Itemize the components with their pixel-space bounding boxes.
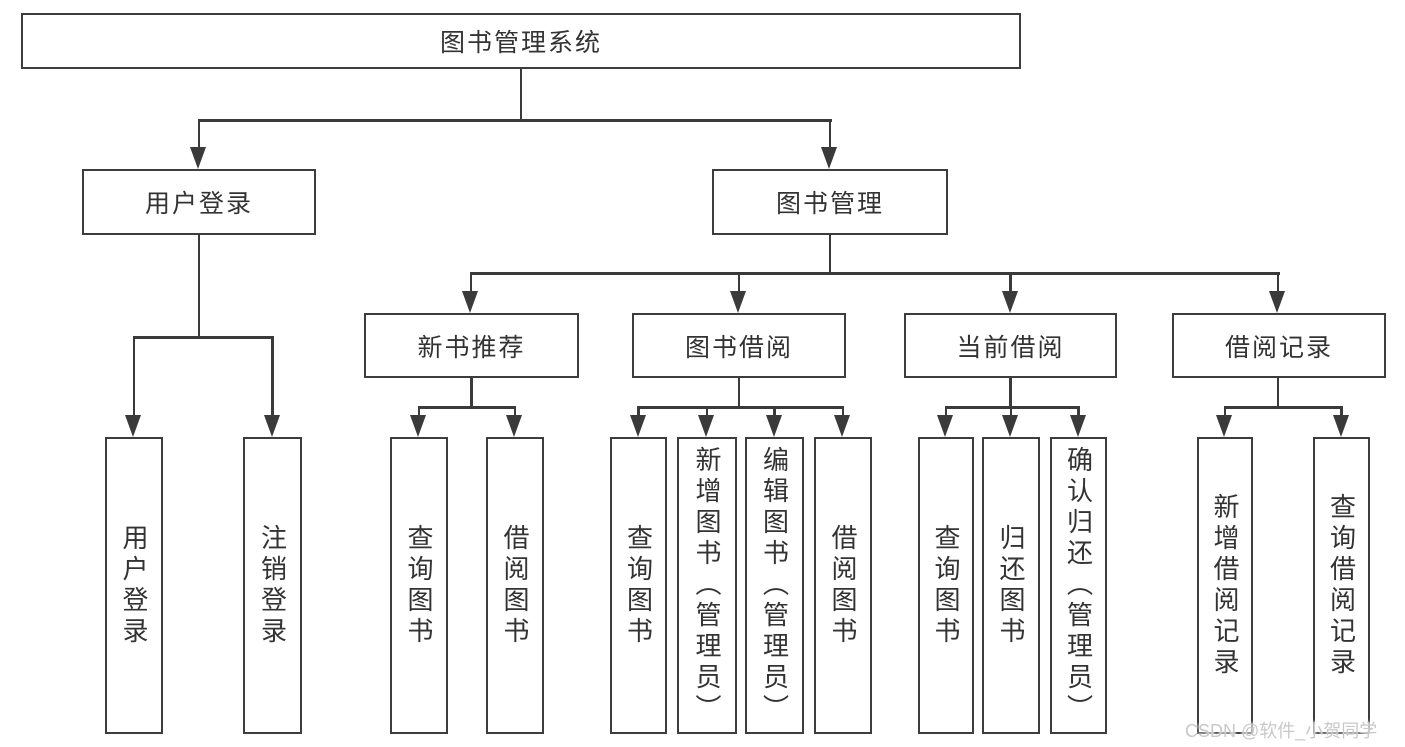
leaf-borrow-edit-books-admin: 编辑图书（管理员） [745, 437, 804, 734]
down-arrow-icon [767, 406, 781, 437]
node-label: 用户登录 [144, 190, 253, 218]
node-label: 图书管理 [775, 190, 884, 218]
leaf-newrec-borrow-books: 借阅图书 [486, 437, 544, 734]
down-arrow-icon [1071, 406, 1085, 437]
node-label: 确认归还（管理员） [1063, 446, 1094, 725]
leaf-current-confirm-return-admin: 确认归还（管理员） [1050, 437, 1107, 734]
leaf-current-query-books: 查询图书 [918, 437, 974, 734]
connector-line [519, 68, 523, 120]
node-label: 查询图书 [404, 523, 434, 648]
leaf-user-login: 用户登录 [105, 437, 163, 734]
node-label: 查询借阅记录 [1326, 492, 1357, 679]
connector-line [737, 378, 741, 408]
down-arrow-icon [507, 406, 521, 437]
node-label: 图书管理系统 [439, 29, 602, 57]
down-arrow-icon [699, 406, 713, 437]
down-arrow-icon [1334, 406, 1348, 437]
connector-line [1276, 378, 1280, 408]
down-arrow-icon [411, 406, 425, 437]
down-arrow-icon [126, 336, 140, 437]
down-arrow-icon [631, 406, 645, 437]
connector-line [470, 378, 473, 408]
leaf-borrow-query-books: 查询图书 [610, 437, 667, 734]
node-current-borrowing: 当前借阅 [904, 313, 1117, 378]
node-label: 查询图书 [623, 523, 654, 648]
node-label: 注销登录 [257, 523, 288, 648]
node-label: 归还图书 [996, 523, 1026, 648]
leaf-borrow-borrow-books: 借阅图书 [814, 437, 872, 734]
connector-line [1009, 378, 1012, 408]
connector-line [132, 336, 274, 339]
down-arrow-icon [1003, 272, 1017, 313]
down-arrow-icon [191, 119, 205, 169]
connector-line [417, 406, 517, 409]
node-book-management: 图书管理 [712, 169, 948, 235]
node-new-book-recommend: 新书推荐 [364, 313, 579, 378]
leaf-records-query-record: 查询借阅记录 [1313, 437, 1370, 734]
down-arrow-icon [822, 119, 836, 169]
node-label: 当前借阅 [956, 333, 1065, 362]
watermark: CSDN @软件_小贺同学 [1185, 721, 1378, 741]
node-label: 借阅记录 [1224, 333, 1333, 362]
down-arrow-icon [835, 406, 849, 437]
down-arrow-icon [463, 272, 477, 313]
node-label: 图书借阅 [684, 333, 793, 362]
node-label: 借阅图书 [828, 523, 858, 648]
node-label: 新增借阅记录 [1210, 492, 1240, 679]
leaf-logout: 注销登录 [243, 437, 302, 734]
node-label: 借阅图书 [500, 523, 530, 648]
connector-line [944, 406, 1080, 409]
connector-line [197, 119, 832, 122]
leaf-current-return-books: 归还图书 [982, 437, 1040, 734]
node-label: 查询图书 [931, 523, 961, 648]
node-label: 编辑图书（管理员） [759, 446, 790, 725]
leaf-records-add-record: 新增借阅记录 [1197, 437, 1253, 734]
connector-line [469, 272, 1280, 275]
down-arrow-icon [1270, 272, 1284, 313]
connector-line [828, 235, 832, 274]
down-arrow-icon [1003, 406, 1017, 437]
node-book-borrowing: 图书借阅 [632, 313, 846, 378]
down-arrow-icon [265, 336, 279, 437]
down-arrow-icon [1217, 406, 1231, 437]
node-borrowing-records: 借阅记录 [1172, 313, 1386, 378]
node-user-login: 用户登录 [82, 169, 316, 235]
node-root: 图书管理系统 [21, 13, 1021, 69]
node-label: 用户登录 [119, 523, 149, 648]
node-label: 新书推荐 [417, 333, 526, 362]
connector-line [197, 234, 201, 338]
node-label: 新增图书（管理员） [692, 446, 722, 725]
leaf-borrow-add-books-admin: 新增图书（管理员） [677, 437, 737, 734]
down-arrow-icon [938, 406, 952, 437]
leaf-newrec-query-books: 查询图书 [390, 437, 448, 734]
connector-line [1223, 406, 1343, 409]
down-arrow-icon [731, 272, 745, 313]
connector-line [637, 406, 844, 409]
